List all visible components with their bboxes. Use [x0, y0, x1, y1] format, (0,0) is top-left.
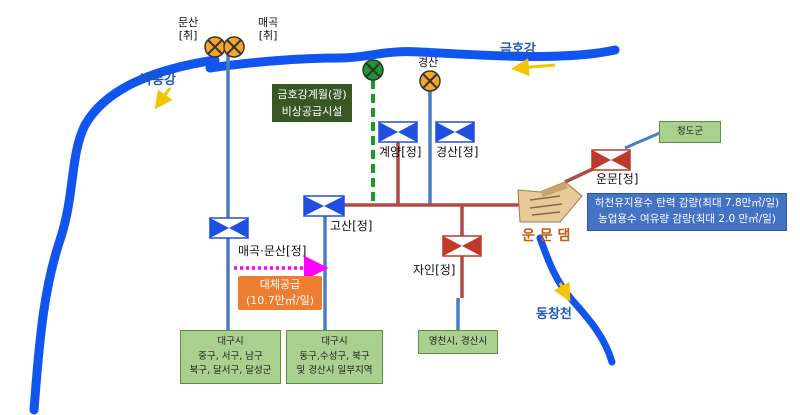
- munsan-intake-icon: [204, 36, 226, 58]
- dongchang-river-label: 동창천: [536, 307, 572, 322]
- gyeongsan-intake-label: 경산: [418, 56, 439, 69]
- yeongcheon-region-box: 영천시, 경산시: [418, 330, 498, 354]
- unmun-plant-icon: [591, 149, 631, 171]
- cheongdo-region-box: 청도군: [659, 121, 721, 143]
- dam-label: 운 문 댐: [522, 228, 571, 244]
- alt-supply-box: 대체공급(10.7만㎥/일): [238, 276, 322, 310]
- jain-plant-icon: [442, 235, 482, 257]
- gosan-plant-icon: [303, 195, 345, 217]
- gyeongsan-intake-icon: [419, 70, 441, 92]
- munsan-intake-label: 문산[취]: [178, 16, 199, 42]
- dam-notes-box: 하천유지용수 탄력 감량(최대 7.8만㎥/일)농업용수 여유량 감량(최대 2…: [587, 193, 787, 231]
- gyeongsan-plant-label: 경산[정]: [436, 145, 479, 159]
- jain-plant-label: 자인[정]: [413, 263, 456, 277]
- emergency-intake-icon: [362, 59, 384, 81]
- gosan-plant-label: 고산[정]: [330, 219, 373, 233]
- gyeyang-plant-label: 계양[정]: [379, 145, 422, 159]
- dongchang-flow-arrow: [553, 281, 571, 302]
- pipe-cheongdo: [624, 130, 663, 150]
- geumho-river: [205, 45, 620, 73]
- maegok-munsan-plant-label: 매곡·문산[정]: [238, 244, 307, 258]
- unmun-plant-label: 운문[정]: [596, 172, 639, 186]
- emergency-facility-box: 금호강계월(광)비상공급시설: [272, 84, 352, 122]
- geumho-flow-arrow: [511, 58, 556, 77]
- nakdong-river: [29, 55, 220, 415]
- dongchang-river: [536, 234, 616, 366]
- gyeongsan-plant-icon: [435, 121, 475, 143]
- nakdong-river-label: 낙동강: [140, 73, 176, 88]
- gyeyang-plant-icon: [378, 121, 418, 143]
- maegok-munsan-plant-icon: [209, 217, 249, 239]
- nakdong-flow-arrow: [154, 87, 173, 110]
- geumho-river-label: 금호강: [500, 42, 536, 57]
- maegok-intake-label: 매곡[취]: [258, 16, 279, 42]
- maegok-intake-icon: [223, 36, 245, 58]
- dam-icon: [517, 181, 583, 223]
